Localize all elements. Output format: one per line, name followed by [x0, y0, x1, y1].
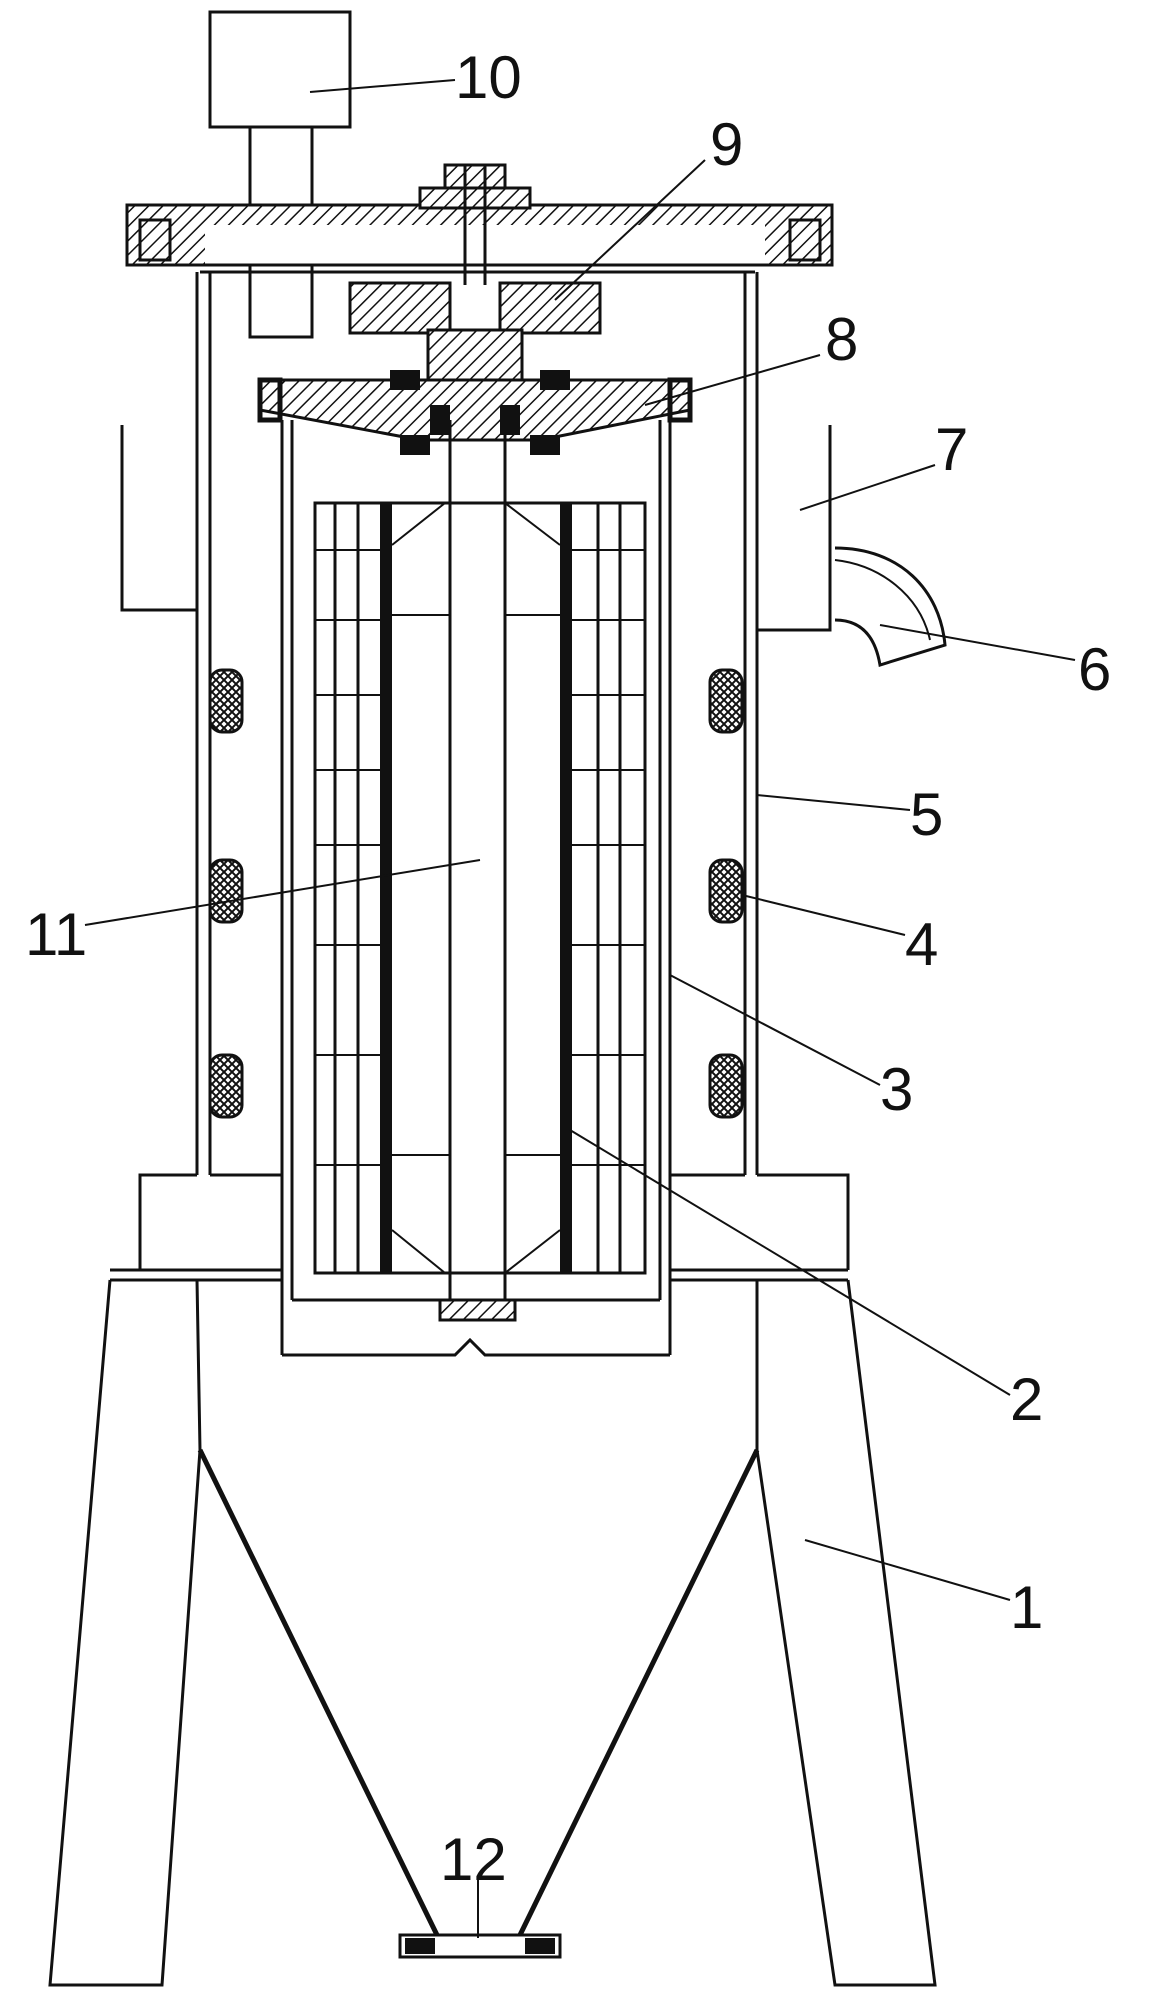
- rotor-hub: [257, 370, 693, 455]
- label-1: 1: [1010, 1574, 1043, 1641]
- label-2: 2: [1010, 1366, 1043, 1433]
- label-9: 9: [710, 111, 743, 178]
- feed-hopper: [120, 425, 947, 667]
- label-7: 7: [935, 416, 968, 483]
- pulley: [348, 281, 602, 382]
- part-labels: 10 9 8 7 6 5 4 3 2 1 11 12: [25, 44, 1111, 1893]
- label-3: 3: [880, 1056, 913, 1123]
- cooling-pads: [208, 668, 744, 1119]
- support-legs: [48, 1279, 937, 1987]
- label-4: 4: [905, 911, 938, 978]
- inner-drum: [280, 420, 672, 1357]
- main-shaft: [438, 420, 517, 1322]
- base-frame: [110, 1173, 850, 1282]
- label-6: 6: [1078, 636, 1111, 703]
- label-12: 12: [440, 1826, 507, 1893]
- label-5: 5: [910, 781, 943, 848]
- discharge-cone: [197, 1448, 760, 1959]
- leader-lines: [84, 79, 1076, 1938]
- shaft-top: [418, 163, 532, 285]
- label-10: 10: [455, 44, 522, 111]
- motor: [208, 10, 352, 339]
- label-11: 11: [25, 901, 87, 968]
- screen-basket: [313, 501, 647, 1275]
- label-8: 8: [825, 306, 858, 373]
- top-cover: [125, 203, 834, 274]
